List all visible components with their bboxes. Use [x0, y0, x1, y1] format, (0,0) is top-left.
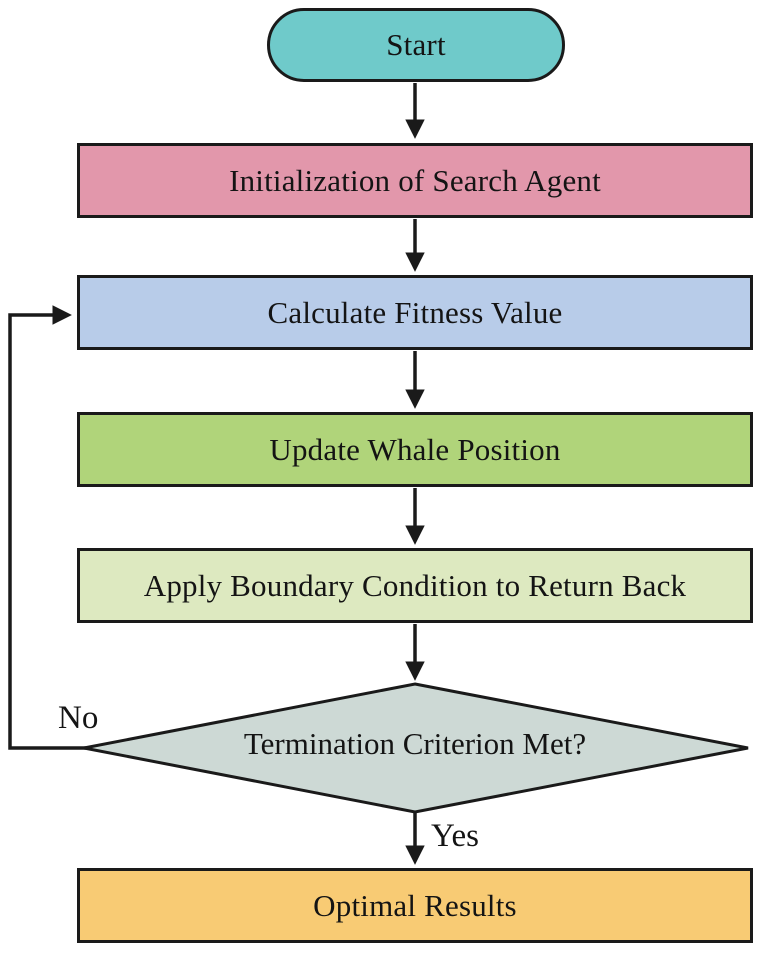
arrow-no-loop: [8, 305, 86, 750]
node-optimal-results: Optimal Results: [77, 868, 753, 943]
node-termination-shape: [83, 682, 749, 814]
node-update-whale-position: Update Whale Position: [77, 412, 753, 487]
node-calculate-fitness-label: Calculate Fitness Value: [267, 294, 563, 330]
node-initialization: Initialization of Search Agent: [77, 143, 753, 218]
edge-label-no: No: [58, 700, 99, 736]
edge-label-yes: Yes: [431, 818, 480, 854]
node-update-whale-position-label: Update Whale Position: [269, 431, 561, 467]
node-initialization-label: Initialization of Search Agent: [229, 162, 601, 198]
node-apply-boundary-condition: Apply Boundary Condition to Return Back: [77, 548, 753, 623]
node-apply-boundary-condition-label: Apply Boundary Condition to Return Back: [143, 567, 687, 603]
node-start-label: Start: [386, 27, 446, 62]
node-calculate-fitness: Calculate Fitness Value: [77, 275, 753, 350]
node-start: Start: [267, 8, 565, 82]
node-termination-label: Termination Criterion Met?: [243, 726, 587, 761]
node-optimal-results-label: Optimal Results: [313, 887, 517, 923]
